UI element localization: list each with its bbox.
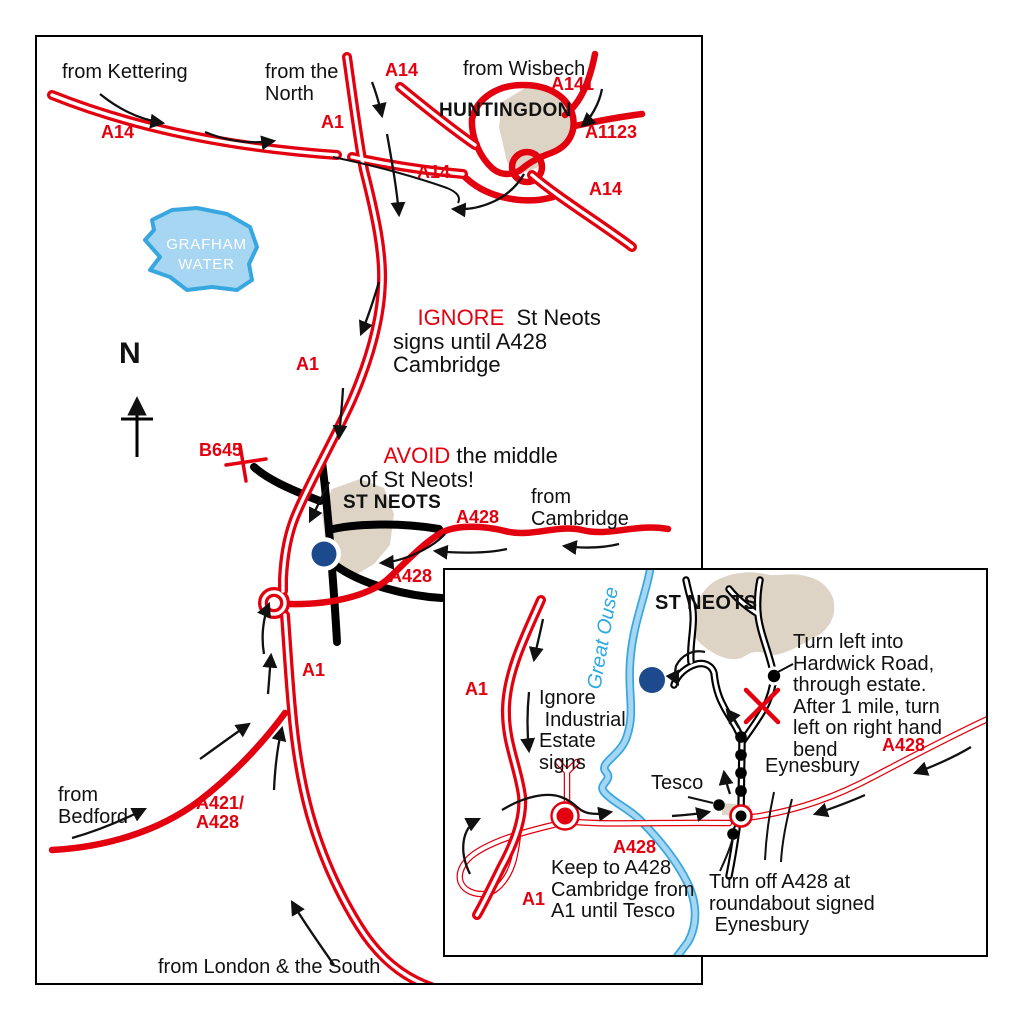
road-label-a14-mid: A14: [417, 162, 451, 182]
turn-off-note: Turn off A428 at roundabout signed Eynes…: [709, 871, 875, 937]
avoid-note-emphasis: AVOID: [383, 443, 451, 469]
route-dots: [713, 666, 784, 840]
road-label-a428-inset-east: A428: [882, 735, 926, 755]
tesco-label: Tesco: [651, 772, 704, 794]
st-neots-area-inset: [691, 572, 835, 660]
road-label-a1-inset-upper: A1: [465, 679, 489, 699]
from-the-north-label: from the North: [265, 61, 339, 105]
inset-route-arrows: [462, 618, 972, 875]
junction-line: [332, 156, 460, 204]
a14-connector: [458, 170, 557, 204]
single-red-roads: [48, 50, 672, 854]
road-label-a14-west: A14: [101, 122, 135, 142]
ignore-industrial-note: Ignore Industrial Estate signs: [539, 687, 626, 774]
from-cambridge-label: from Cambridge: [531, 486, 629, 530]
avoid-note: AVOID the middle of St Neots!: [359, 421, 558, 514]
inset-map: A1 Ignore Industrial Estate signs Great …: [443, 568, 988, 957]
turn-off-dot: [727, 828, 739, 840]
road-label-a1-south: A1: [302, 660, 326, 680]
road-label-a14-top: A14: [385, 60, 419, 80]
huntingdon-ring-road: [468, 81, 577, 178]
grafham-water-lake: [143, 206, 259, 292]
road-label-a428-inset-mid: A428: [613, 837, 657, 857]
from-wisbech-label: from Wisbech: [463, 58, 586, 80]
a421-a428-road: [48, 709, 289, 854]
main-map-canvas: [37, 50, 672, 983]
eynesbury-label: Eynesbury: [765, 755, 860, 777]
st-neots-label: ST NEOTS: [343, 492, 442, 513]
road-label-a1-top: A1: [321, 112, 345, 132]
eynesbury-roundabout-dot: [735, 810, 747, 822]
road-label-a428-east: A428: [456, 507, 500, 527]
huntingdon-label: HUNTINGDON: [439, 100, 572, 121]
a428-east-road: [285, 523, 672, 608]
route-arrows: [71, 81, 620, 966]
from-london-label: from London & the South: [158, 956, 381, 978]
ignore-note-emphasis: IGNORE: [417, 305, 505, 331]
destination-marker-inset: [639, 667, 665, 693]
inset-map-canvas: [445, 570, 986, 955]
road-label-b645: B645: [199, 440, 243, 460]
main-map: from Kettering A14 from the North A1 A14…: [35, 35, 703, 985]
road-label-a428-sw: A428: [389, 566, 433, 586]
keep-to-note: Keep to A428 Cambridge from A1 until Tes…: [551, 857, 695, 923]
great-ouse-river: [598, 570, 700, 955]
wrong-way-x-mark: [743, 687, 781, 725]
ignore-note-text: St Neots signs until A428 Cambridge: [393, 305, 601, 377]
eynesbury-side-road-marks: [764, 791, 793, 863]
leader-lines: [687, 663, 794, 872]
road-label-a421-a428: A421/ A428: [196, 793, 245, 832]
road-label-a1123: A1123: [585, 122, 638, 142]
st-neots-label-inset: ST NEOTS: [655, 592, 758, 614]
road-label-a1-mid: A1: [296, 354, 320, 374]
a141-road: [561, 50, 599, 119]
road-label-a14-east: A14: [589, 179, 623, 199]
tesco-dot: [713, 799, 725, 811]
north-arrow: [121, 396, 153, 457]
road-label-a1-inset-lower: A1: [522, 889, 546, 909]
compass-n-label: N: [119, 337, 141, 370]
ignore-note: IGNORE St Neots signs until A428 Cambrid…: [393, 283, 601, 400]
road-label-a141: A141: [551, 74, 595, 94]
b645-x-mark: [224, 443, 268, 483]
avoid-note-text: the middle of St Neots!: [359, 443, 558, 492]
huntingdon-loop: [508, 148, 546, 186]
destination-marker: [311, 541, 337, 567]
grafham-water-label: GRAFHAM WATER: [166, 236, 247, 273]
from-bedford-label: from Bedford: [58, 784, 129, 828]
from-kettering-label: from Kettering: [62, 61, 188, 83]
turn-left-note: Turn left into Hardwick Road, through es…: [793, 631, 942, 761]
a1-roundabout-dot: [556, 807, 574, 825]
